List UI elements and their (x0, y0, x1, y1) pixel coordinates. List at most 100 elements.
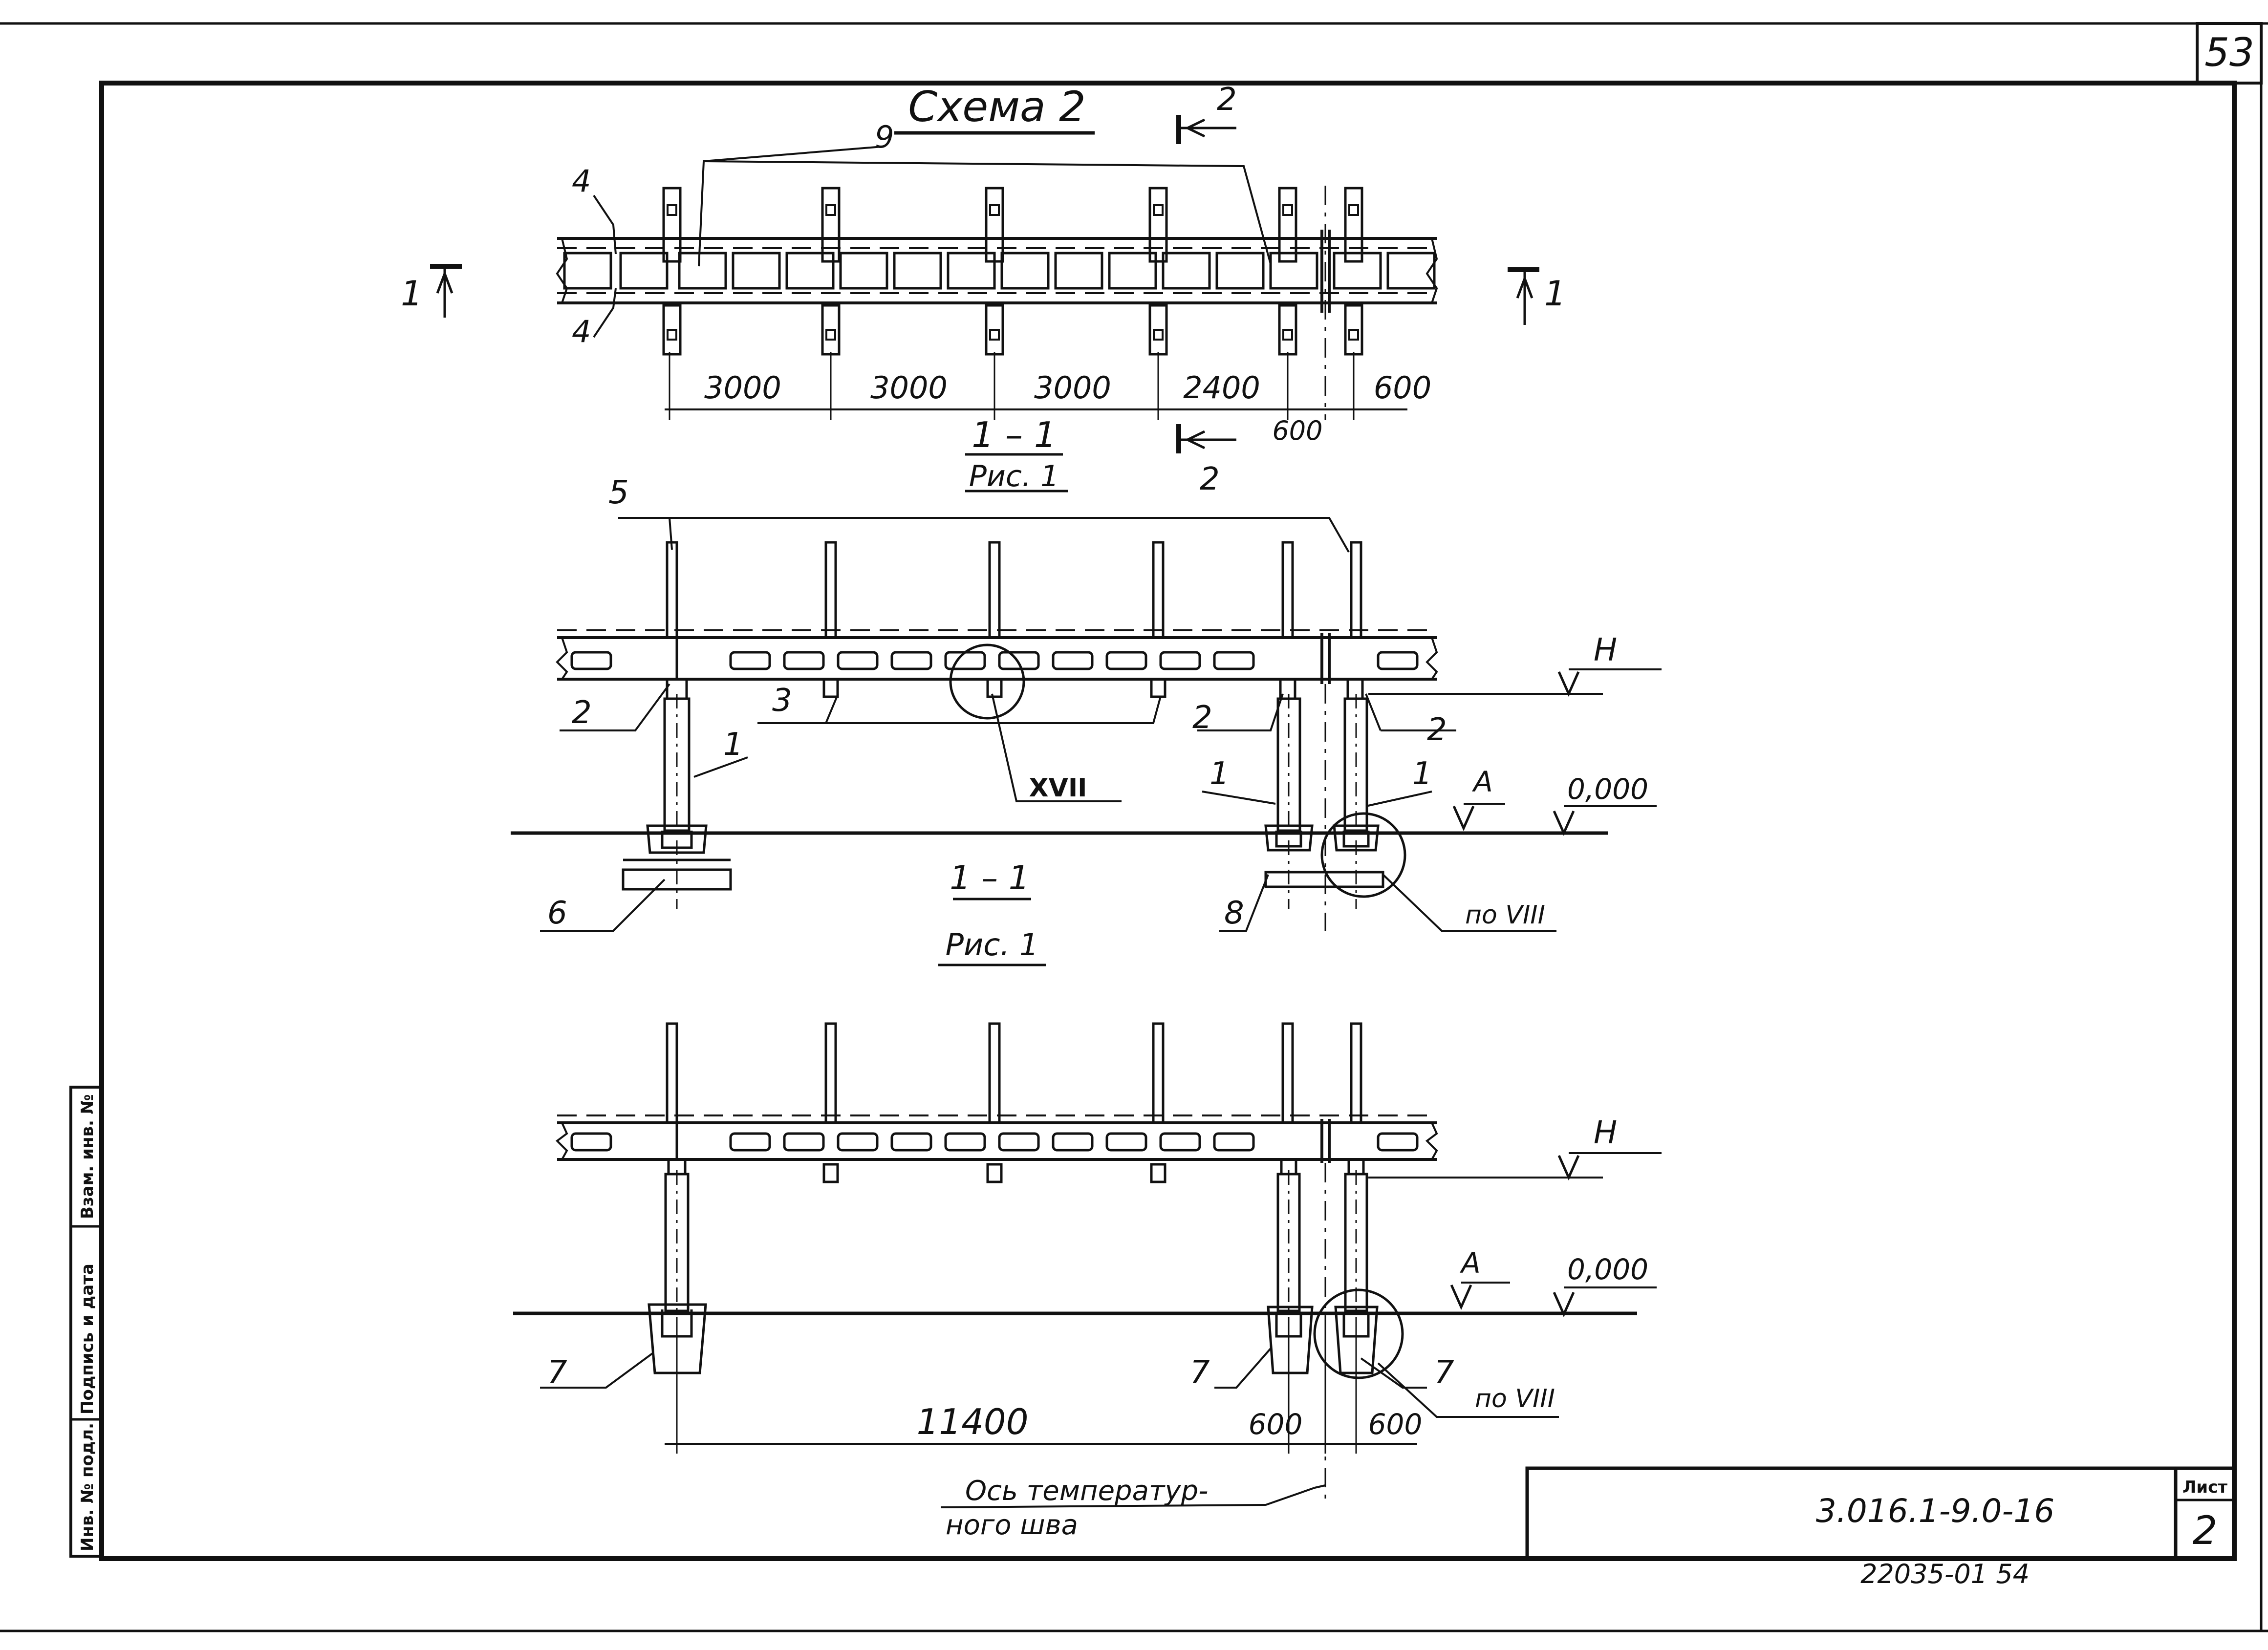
plan-post-slot (667, 204, 677, 216)
elevation-1-level-marks (1368, 668, 1662, 836)
plan-post-slot (989, 329, 1000, 341)
e1-label-6: 6 (547, 895, 567, 931)
plan-cell (732, 252, 781, 290)
sheet-label: Лист (2182, 1478, 2227, 1497)
cut-marker-2-bottom (1176, 424, 1236, 453)
beam-slot-hole (837, 1132, 879, 1152)
plan-cell (1269, 252, 1318, 290)
plan-dim-1: 3000 (704, 370, 781, 406)
beam-slot-hole (890, 651, 932, 670)
plan-cell (1000, 252, 1050, 290)
plan-post-slot (1348, 204, 1359, 216)
e1-label-2-right: 2 (1427, 712, 1447, 748)
plan-cell (1054, 252, 1103, 290)
plan-post-top (985, 187, 1004, 263)
railing-post (1350, 541, 1362, 639)
e2-level-A: A (1459, 1246, 1481, 1280)
e1-label-8: 8 (1224, 895, 1244, 931)
beam-slot-hole (944, 651, 986, 670)
plan-post-slot (1282, 204, 1293, 216)
plan-section-mark: 1 – 1 (972, 414, 1056, 455)
plan-cell (1108, 252, 1157, 290)
plan-cell (839, 252, 888, 290)
beam-slot-hole (944, 1132, 986, 1152)
sheet-frame (0, 22, 2268, 1632)
beam-slot-hole (1052, 1132, 1094, 1152)
support-stub (986, 1163, 1003, 1183)
beam-slot-hole (1213, 1132, 1255, 1152)
joint-axis-line-2: ного шва (946, 1509, 1078, 1541)
railing-post (1152, 1022, 1165, 1124)
support-stub (822, 678, 839, 698)
joint-axis-line-1: Ось температур- (965, 1475, 1208, 1507)
plan-posts (662, 187, 1363, 356)
e2-dim-main: 11400 (916, 1401, 1028, 1442)
beam-slot-hole (890, 1132, 932, 1152)
plan-dim-3: 3000 (1034, 370, 1111, 406)
plan-post-top (821, 187, 841, 263)
e1-detail-XVII: XVII (1029, 773, 1087, 803)
elevation-1-columns (622, 643, 1406, 909)
e2-dim-600-a: 600 (1249, 1408, 1303, 1441)
elevation-1-posts (666, 541, 1362, 698)
plan-post-bottom (662, 304, 682, 356)
e2-label-7-mid: 7 (1190, 1354, 1210, 1391)
stamp-replaced-inventory: Взам. инв. № (78, 1094, 97, 1219)
beam-slot-hole (729, 651, 771, 670)
plan-label-4-top: 4 (572, 163, 591, 199)
plan-post-slot (667, 329, 677, 341)
railing-post (988, 1022, 1001, 1124)
beam-slot-hole (783, 651, 825, 670)
e2-label-7-left: 7 (547, 1354, 567, 1391)
railing-post (824, 541, 837, 639)
plan-post-top (662, 187, 682, 263)
beam-slot-hole (729, 1132, 771, 1152)
plan-cell (1215, 252, 1265, 290)
railing-post (1350, 1022, 1362, 1124)
beam-slot-hole (1213, 651, 1255, 670)
plan-dim-4: 2400 (1183, 370, 1260, 406)
beam-slot-hole (1105, 651, 1147, 670)
railing-post (1152, 541, 1165, 639)
beam-slot-hole (998, 1132, 1040, 1152)
sheet-number: 2 (2193, 1508, 2218, 1553)
plan-cell (1333, 252, 1382, 290)
cut-label-1-right: 1 (1544, 274, 1566, 314)
e1-label-3: 3 (772, 683, 792, 719)
support-stub (822, 1163, 839, 1183)
plan-dimension-line (665, 352, 1407, 420)
beam-slot-hole (1052, 651, 1094, 670)
plan-post-slot (1153, 204, 1164, 216)
elevation-2-columns (648, 1158, 1404, 1451)
e2-dim-600-b: 600 (1368, 1408, 1423, 1441)
elevation-2-dimension-line (665, 1319, 1417, 1454)
plan-post-slot (825, 204, 836, 216)
plan-cells (563, 252, 1436, 290)
sheet-corner-number: 53 (2204, 30, 2254, 75)
plan-dim-5: 600 (1272, 415, 1322, 446)
plan-cell (619, 252, 669, 290)
plan-fig-ref: Рис. 1 (969, 459, 1059, 493)
support-stub (1150, 1163, 1166, 1183)
e1-section-mark: 1 – 1 (950, 859, 1030, 898)
plan-cell (678, 252, 727, 290)
plan-dim-6: 600 (1374, 370, 1431, 406)
e2-label-7-right: 7 (1434, 1354, 1454, 1391)
railing-post (1281, 541, 1294, 639)
plan-dim-2: 3000 (870, 370, 948, 406)
e2-level-H: H (1594, 1115, 1617, 1151)
cut-label-2-top: 2 (1217, 82, 1237, 118)
footer-code: 22035-01 54 (1860, 1559, 2030, 1589)
plan-cell (785, 252, 835, 290)
e1-detail-VIII: по VIII (1465, 900, 1545, 930)
scheme-title: Схема 2 (908, 83, 1085, 131)
railing-post (1281, 1022, 1294, 1124)
stamp-signature-date: Подпись и дата (78, 1264, 97, 1414)
plan-label-9: 9 (875, 119, 894, 155)
elevation-2-leaders (540, 1348, 1559, 1506)
plan-post-slot (989, 204, 1000, 216)
beam-slot-hole (783, 1132, 825, 1152)
plan-post-top (1344, 187, 1363, 263)
title-block (1525, 1466, 2236, 1561)
